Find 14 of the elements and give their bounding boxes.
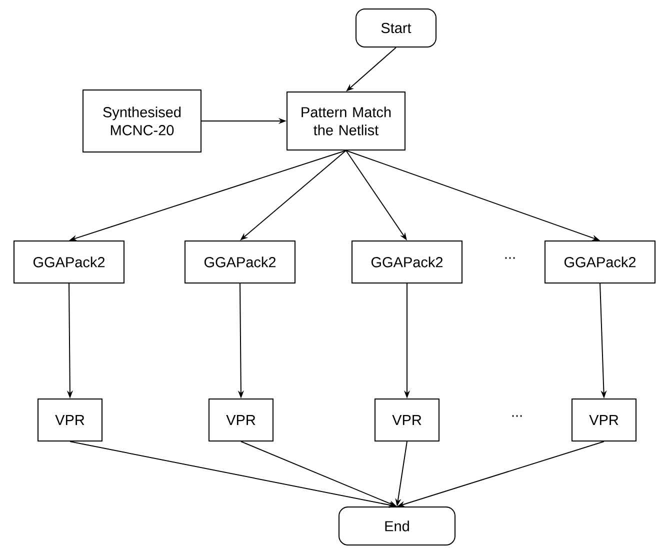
process-box: GGAPack2 — [352, 240, 462, 284]
process-box: VPR — [38, 398, 102, 442]
process-box: VPR — [572, 398, 636, 442]
process-box: VPR — [374, 398, 440, 442]
terminal-box: End — [338, 506, 456, 546]
process-box: GGAPack2 — [544, 240, 656, 284]
process-box: VPR — [208, 398, 274, 442]
process-box: GGAPack2 — [184, 240, 296, 284]
process-box: Synthesised MCNC-20 — [82, 90, 202, 152]
ellipsis-label: ... — [505, 257, 515, 259]
process-box: Pattern Match the Netlist — [286, 92, 406, 150]
process-box: GGAPack2 — [14, 240, 124, 284]
ellipsis-label: ... — [512, 415, 522, 417]
terminal-box: Start — [356, 8, 436, 48]
